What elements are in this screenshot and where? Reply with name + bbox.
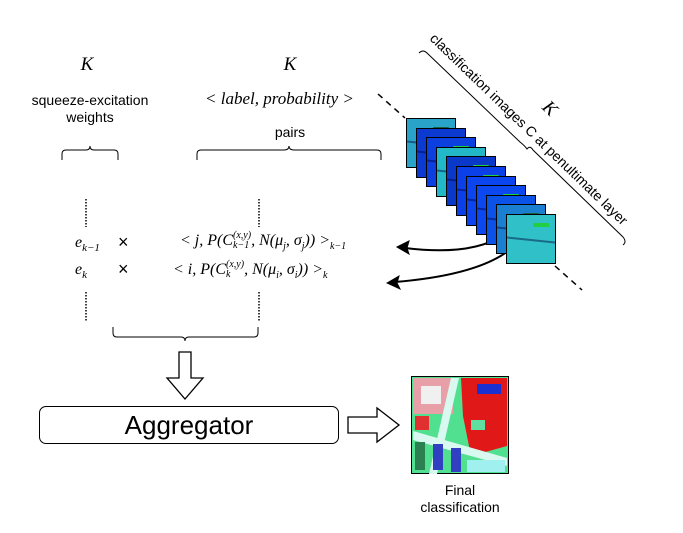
pair-formula-k-minus-1: < j, P(C(x,y)k−1, N(μj, σj)) >k−1: [180, 231, 346, 257]
right-arrow-icon: [347, 406, 401, 444]
tile-road: [507, 235, 555, 245]
aggregation-brace: [112, 327, 259, 342]
label-probability-notation: < label, probability >: [205, 89, 354, 108]
formula-superscript: (x,y): [233, 230, 252, 242]
down-arrow-icon: [165, 351, 205, 400]
formula-subscript: k: [323, 270, 328, 282]
formula-subscript: k: [226, 269, 231, 281]
formula-subscript: i: [276, 270, 279, 282]
tile-feature: [533, 223, 549, 227]
formula-subscript: k−1: [330, 241, 347, 253]
weight-symbol: e: [75, 234, 83, 251]
pair-formula-k: < i, P(C(x,y)k, N(μi, σi)) >k: [173, 260, 327, 286]
pairs-brace: [196, 145, 382, 160]
stack-brace: [418, 50, 626, 246]
formula-subscript: i: [294, 270, 298, 282]
formula-text: , N(μ: [244, 261, 277, 278]
final-classification-image: [411, 376, 509, 474]
weights-title-line1: squeeze-excitation: [31, 92, 149, 108]
aggregator-box: Aggregator: [39, 406, 339, 444]
formula-text: < j, P(C: [180, 232, 234, 249]
weights-brace: [61, 145, 119, 160]
formula-text: )) >: [304, 232, 330, 249]
formula-text: < i, P(C: [173, 261, 227, 278]
stack-axis-top: [377, 93, 406, 119]
formula-text: , σ: [285, 232, 302, 249]
pairs-title: pairs: [274, 124, 306, 140]
formula-sup-sub: (x,y)k−1: [233, 231, 251, 251]
weight-subscript: k−1: [82, 242, 100, 255]
formula-text: , N(μ: [251, 232, 284, 249]
weights-title-line2: weights: [66, 109, 114, 125]
final-label-line2: classification: [420, 499, 500, 515]
formula-subscript: j: [283, 241, 286, 253]
multiply-operator-2: ×: [118, 259, 129, 279]
formula-sup-sub: (x,y)k: [226, 260, 244, 280]
formula-text: , σ: [278, 261, 295, 278]
stack-axis-bottom: [554, 265, 583, 291]
final-classification-label: Final classification: [400, 482, 520, 516]
weight-e-k-minus-1: ek−1: [75, 234, 100, 254]
formula-text: )) >: [297, 261, 323, 278]
multiply-operator-1: ×: [118, 232, 129, 252]
formula-superscript: (x,y): [226, 259, 245, 271]
classification-image-tile: [506, 214, 556, 264]
k-symbol-pairs: K: [283, 54, 297, 75]
formula-subscript: k−1: [233, 240, 250, 252]
weights-title: squeeze-excitation weights: [10, 92, 170, 126]
weight-subscript: k: [82, 269, 87, 282]
final-label-line1: Final: [444, 482, 476, 498]
k-symbol-weights: K: [80, 54, 94, 75]
weight-e-k: ek: [75, 261, 87, 281]
formula-subscript: j: [301, 241, 305, 253]
weight-symbol: e: [75, 261, 83, 278]
